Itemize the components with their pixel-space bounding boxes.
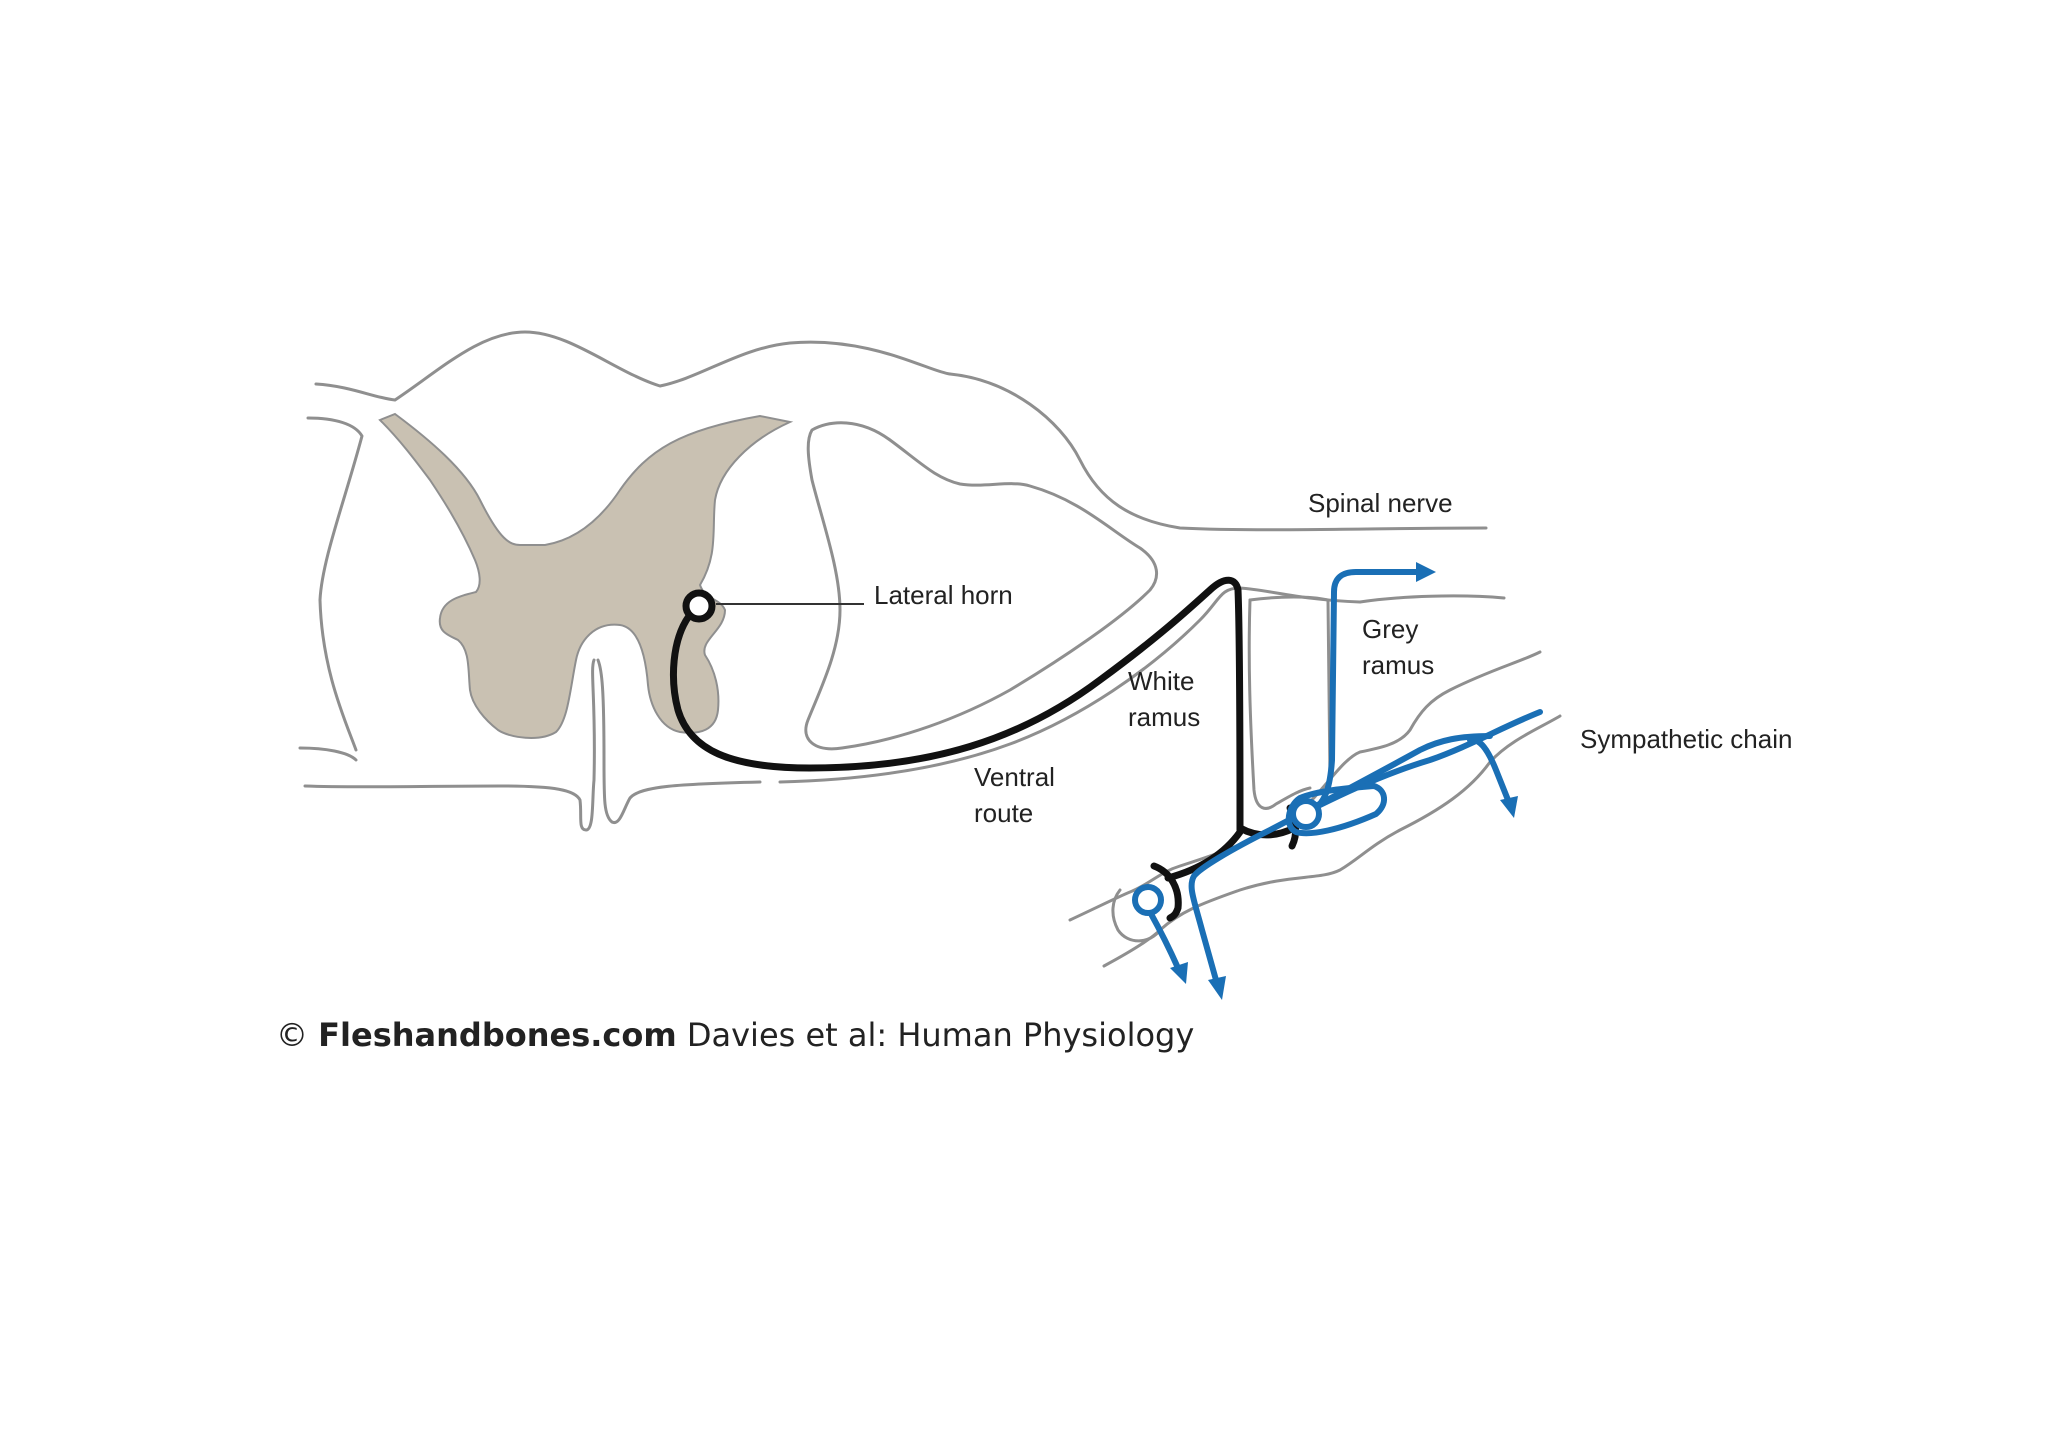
label-ventral-route-2: route [974,798,1033,828]
cord-ventral-surface-left [303,658,596,832]
ganglion-lower-bulge [1111,888,1162,943]
rami-inner-edge-right [1248,595,1332,782]
spinal-nerve-upper-edge [948,372,1488,532]
spinal-nerve-lower-edge [778,586,1362,784]
synapse-lower [1150,862,1182,922]
spinal-cord-outline [298,330,952,832]
lower-ganglion-arrowhead [1170,962,1188,984]
grey-ramus-axon [1315,569,1423,809]
labels: Lateral horn Spinal nerve White ramus Gr… [874,488,1792,828]
cord-dorsal-surface [314,330,952,402]
chain-branch-arrowhead [1500,796,1518,818]
credit-source: Davies et al: Human Physiology [686,1016,1195,1054]
grey-matter [378,412,794,739]
preganglionic-axon [669,576,1244,834]
label-grey-ramus-1: Grey [1362,614,1418,644]
chain-descending-axon [1188,733,1493,983]
label-white-ramus-2: ramus [1128,702,1200,732]
chain-ganglion-soma [1290,798,1322,830]
label-white-ramus-1: White [1128,666,1194,696]
lower-ganglion-soma [1132,884,1164,916]
label-ventral-route-1: Ventral [974,762,1055,792]
lateral-horn-neuron-soma [682,589,716,623]
credit-brand: Fleshandbones.com [318,1016,677,1054]
cord-left-edge-upper [306,416,364,752]
chain-descending-arrowhead [1208,976,1226,1000]
chain-branch-axon [1467,736,1511,803]
copyright-symbol: © [276,1016,308,1054]
postganglionic-neurons [1132,562,1543,1000]
image-credit: © Fleshandbones.com Davies et al: Human … [276,1016,1194,1054]
label-sympathetic-chain: Sympathetic chain [1580,724,1792,754]
cord-left-edge-lower [298,746,358,762]
label-grey-ramus-2: ramus [1362,650,1434,680]
cord-ventral-surface-right [596,658,762,825]
lower-ganglion-axon [1147,909,1181,971]
grey-ramus-right-edge [1358,594,1506,604]
rami-inner-edge-left [1247,598,1312,810]
label-spinal-nerve: Spinal nerve [1308,488,1453,518]
label-lateral-horn: Lateral horn [874,580,1013,610]
grey-ramus-arrowhead [1416,562,1436,582]
dorsal-root-ganglion [804,421,1159,751]
